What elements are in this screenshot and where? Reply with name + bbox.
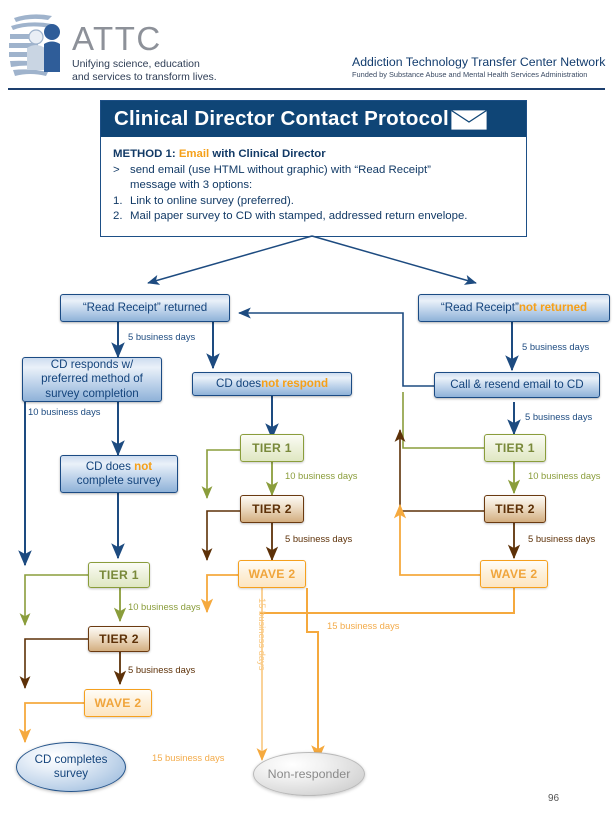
bullet-marker: 1.	[113, 194, 123, 207]
node-label-highlight: not returned	[518, 300, 588, 314]
node-label: TIER 2	[99, 632, 139, 646]
bullet-marker: >	[113, 163, 120, 176]
node-cd-does-not-respond[interactable]: CD does not respond	[192, 372, 352, 396]
bullet-marker: 2.	[113, 210, 123, 223]
node-tier1-right[interactable]: TIER 1	[484, 434, 546, 462]
method-bullet: 2. Mail paper survey to CD with stamped,…	[113, 209, 514, 225]
edge-label-10-days: 10 business days	[285, 470, 358, 481]
node-label-highlight: not	[134, 459, 153, 473]
node-label: WAVE 2	[490, 567, 538, 581]
node-tier2-middle[interactable]: TIER 2	[240, 495, 304, 523]
edge-label-10-days: 10 business days	[128, 601, 201, 612]
node-tier2-left[interactable]: TIER 2	[88, 626, 150, 652]
node-label: TIER 2	[495, 502, 535, 516]
node-label: Call & resend email to CD	[450, 377, 584, 391]
method-card: Clinical Director Contact Protocol METHO…	[100, 100, 527, 237]
bullet-text: send email (use HTML without graphic) wi…	[130, 163, 514, 194]
node-label: “Read Receipt” returned	[82, 300, 208, 314]
node-wave2-left[interactable]: WAVE 2	[84, 689, 152, 717]
node-cd-does-not-complete-survey[interactable]: CD does not complete survey	[60, 455, 178, 493]
brand-tagline-line1: Unifying science, education	[72, 58, 200, 70]
header-divider	[8, 88, 605, 90]
edge-label-5-days: 5 business days	[128, 664, 196, 675]
terminal-non-responder[interactable]: Non-responder	[253, 752, 365, 796]
node-label-highlight: not respond	[261, 376, 329, 390]
terminal-label: Non-responder	[267, 767, 351, 781]
node-label-line3: survey completion	[45, 386, 139, 400]
method-heading-highlight: Email	[178, 148, 210, 160]
node-wave2-middle[interactable]: WAVE 2	[238, 560, 306, 588]
method-heading-suffix: with Clinical Director	[212, 148, 326, 160]
node-label: TIER 1	[252, 441, 292, 455]
node-label-prefix: CD does	[85, 459, 135, 473]
node-label: TIER 2	[252, 502, 292, 516]
attc-logo-icon	[8, 10, 66, 80]
node-call-and-resend-email[interactable]: Call & resend email to CD	[434, 372, 600, 398]
edge-label-5-days: 5 business days	[522, 341, 590, 352]
node-label: TIER 1	[99, 568, 139, 582]
bullet-text: Mail paper survey to CD with stamped, ad…	[130, 210, 468, 223]
brand-tagline-line2: and services to transform lives.	[72, 71, 217, 83]
edge-label-15-days-wide: 15 business days	[327, 620, 400, 631]
terminal-label-line2: survey	[53, 767, 89, 780]
node-read-receipt-not-returned[interactable]: “Read Receipt” not returned	[418, 294, 610, 322]
node-label-line1: CD responds w/	[50, 357, 134, 371]
edge-label-5-days: 5 business days	[525, 411, 593, 422]
node-tier2-right[interactable]: TIER 2	[484, 495, 546, 523]
method-heading: METHOD 1: Email with Clinical Director	[113, 147, 514, 163]
method-card-title-bar: Clinical Director Contact Protocol	[101, 101, 526, 137]
node-label-line2: preferred method of	[41, 372, 143, 386]
method-heading-prefix: METHOD 1:	[113, 148, 176, 160]
node-read-receipt-returned[interactable]: “Read Receipt” returned	[60, 294, 230, 322]
page-title: Clinical Director Contact Protocol	[114, 107, 449, 130]
node-label: TIER 1	[495, 441, 535, 455]
node-label: WAVE 2	[248, 567, 296, 581]
node-cd-responds[interactable]: CD responds w/ preferred method of surve…	[22, 357, 162, 402]
node-label-line1: CD does not	[86, 460, 152, 475]
network-funding-note: Funded by Substance Abuse and Mental Hea…	[352, 70, 588, 79]
node-tier1-middle[interactable]: TIER 1	[240, 434, 304, 462]
node-label-prefix: “Read Receipt”	[440, 300, 519, 314]
method-card-body: METHOD 1: Email with Clinical Director >…	[101, 137, 526, 225]
edge-label-15-days: 15 business days	[152, 752, 225, 763]
node-label: WAVE 2	[94, 696, 142, 710]
edge-label-10-days: 10 business days	[528, 470, 601, 481]
node-label-prefix: CD does	[215, 376, 262, 390]
bullet-text-line1: send email (use HTML without graphic) wi…	[130, 163, 431, 176]
edge-label-15-days-vertical: 15 business days	[257, 598, 268, 671]
method-bullet: > send email (use HTML without graphic) …	[113, 163, 514, 194]
edge-label-5-days: 5 business days	[285, 533, 353, 544]
bullet-text-line2: message with 3 options:	[130, 179, 253, 192]
bullet-text: Link to online survey (preferred).	[130, 194, 294, 207]
terminal-label-line1: CD completes	[34, 753, 108, 766]
brand-tagline: Unifying science, education and services…	[72, 58, 262, 84]
edge-label-5-days: 5 business days	[128, 331, 196, 342]
brand-name: ATTC	[72, 20, 162, 57]
envelope-icon	[450, 109, 488, 131]
method-bullet: 1. Link to online survey (preferred).	[113, 194, 514, 210]
edge-label-5-days: 5 business days	[528, 533, 596, 544]
node-label-line2: complete survey	[76, 474, 162, 487]
node-wave2-right[interactable]: WAVE 2	[480, 560, 548, 588]
network-title: Addiction Technology Transfer Center Net…	[352, 55, 606, 69]
terminal-cd-completes-survey[interactable]: CD completes survey	[16, 742, 126, 792]
page-number: 96	[548, 793, 560, 804]
node-tier1-left[interactable]: TIER 1	[88, 562, 150, 588]
edge-label-10-days: 10 business days	[28, 406, 101, 417]
